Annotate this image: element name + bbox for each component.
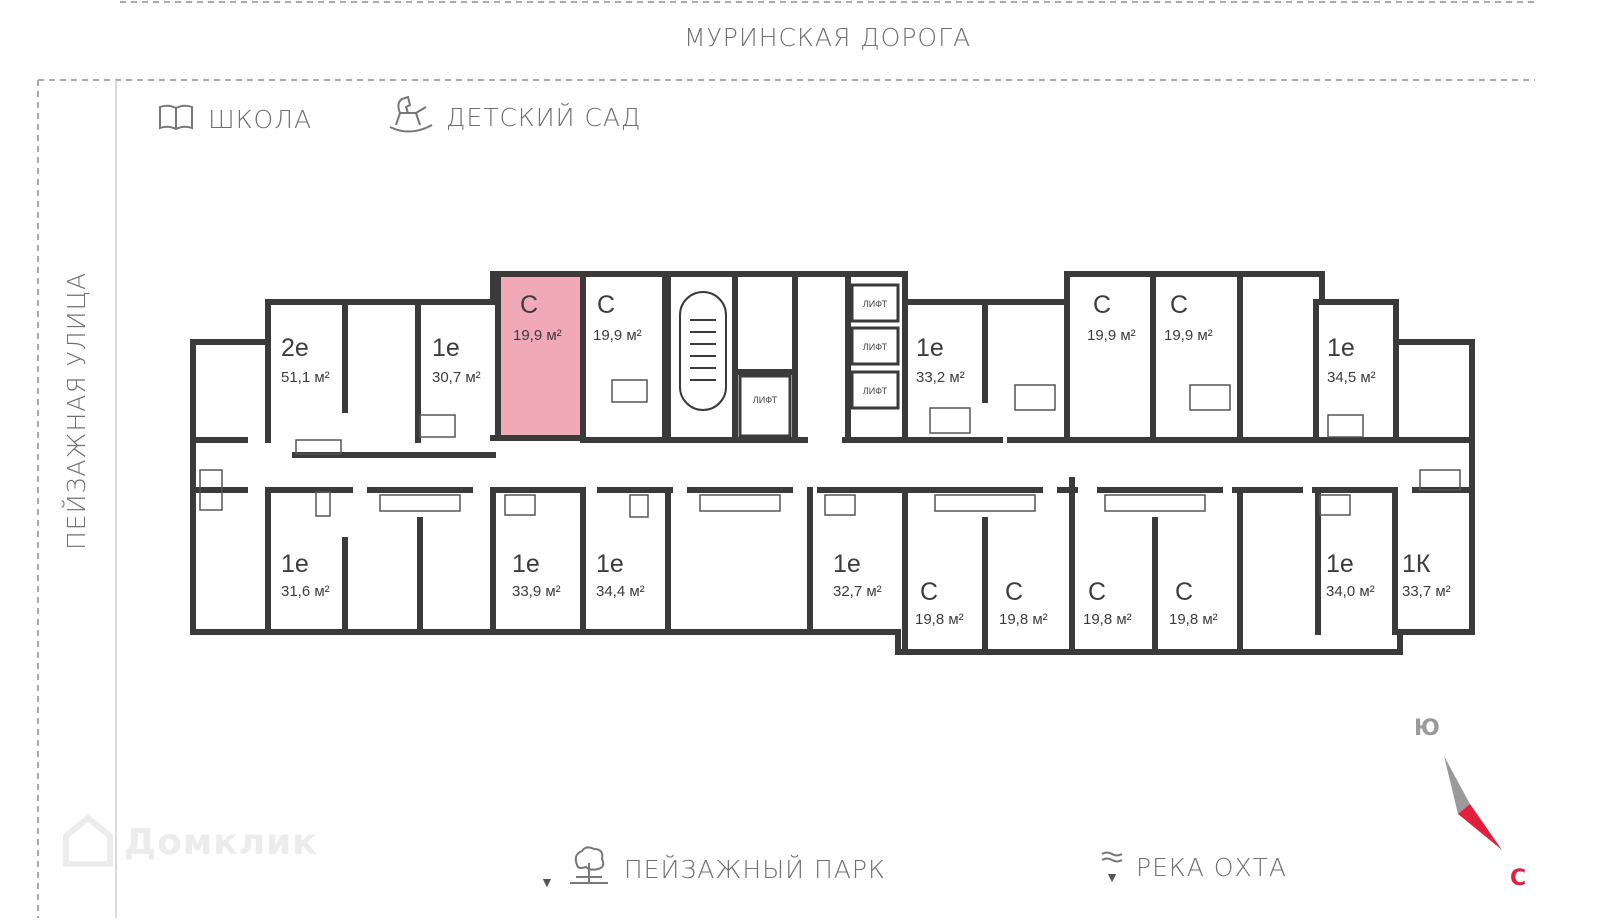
park-label: ПЕЙЗАЖНЫЙ ПАРК bbox=[623, 855, 886, 884]
apartment-area-a2[interactable]: 30,7 м² bbox=[432, 369, 481, 386]
apartment-area-a10[interactable]: 33,9 м² bbox=[512, 583, 561, 600]
apartment-area-a17[interactable]: 34,0 м² bbox=[1326, 583, 1375, 600]
apartment-area-a8[interactable]: 34,5 м² bbox=[1327, 369, 1376, 386]
apartment-area-a9[interactable]: 31,6 м² bbox=[281, 583, 330, 600]
watermark: Домклик bbox=[60, 812, 318, 873]
selected-apartment-highlight bbox=[498, 277, 583, 438]
apartment-type-a4[interactable]: С bbox=[597, 291, 615, 319]
apartment-type-a7[interactable]: С bbox=[1170, 291, 1188, 319]
apartment-area-a15[interactable]: 19,8 м² bbox=[1083, 611, 1132, 628]
lift-label-4: ЛИФТ bbox=[753, 395, 778, 405]
apartment-area-a12[interactable]: 32,7 м² bbox=[833, 583, 882, 600]
apartment-type-a6[interactable]: С bbox=[1093, 291, 1111, 319]
apartment-type-a13[interactable]: С bbox=[920, 578, 938, 606]
landmark-river: ▼ РЕКА ОХТА bbox=[1100, 850, 1287, 884]
apartment-type-a17[interactable]: 1е bbox=[1326, 550, 1354, 578]
apartment-type-a10[interactable]: 1е bbox=[512, 550, 540, 578]
apartment-area-a7[interactable]: 19,9 м² bbox=[1164, 327, 1213, 344]
compass-north-label: С bbox=[1510, 866, 1527, 891]
apartment-type-a11[interactable]: 1е bbox=[596, 550, 624, 578]
apartment-type-a18[interactable]: 1К bbox=[1402, 550, 1431, 578]
apartment-area-a14[interactable]: 19,8 м² bbox=[999, 611, 1048, 628]
watermark-text: Домклик bbox=[124, 822, 318, 863]
apartment-area-a5[interactable]: 33,2 м² bbox=[916, 369, 965, 386]
bathroom-fixtures bbox=[199, 379, 1461, 518]
apartment-type-a2[interactable]: 1е bbox=[432, 334, 460, 362]
lift-label-3: ЛИФТ bbox=[863, 386, 888, 396]
lift-label-2: ЛИФТ bbox=[863, 342, 888, 352]
apartment-type-a1[interactable]: 2е bbox=[281, 334, 309, 362]
landmark-kindergarten: ДЕТСКИЙ САД bbox=[386, 95, 641, 140]
apartment-type-a3[interactable]: С bbox=[520, 291, 538, 319]
kindergarten-label: ДЕТСКИЙ САД bbox=[446, 103, 642, 132]
apartment-type-a14[interactable]: С bbox=[1005, 578, 1023, 606]
apartment-type-a12[interactable]: 1е bbox=[833, 550, 861, 578]
apartment-area-a3[interactable]: 19,9 м² bbox=[513, 327, 562, 344]
apartment-type-a15[interactable]: С bbox=[1088, 578, 1106, 606]
arrow-down-icon: ▼ bbox=[540, 874, 554, 890]
walls bbox=[190, 271, 1475, 655]
stairwell bbox=[679, 291, 727, 411]
apartment-type-a9[interactable]: 1е bbox=[281, 550, 309, 578]
river-label: РЕКА ОХТА bbox=[1136, 852, 1287, 882]
tree-icon bbox=[566, 845, 612, 890]
book-icon bbox=[158, 103, 194, 136]
landmark-school: ШКОЛА bbox=[158, 103, 312, 136]
apartment-area-a16[interactable]: 19,8 м² bbox=[1169, 611, 1218, 628]
apartment-type-a5[interactable]: 1е bbox=[916, 334, 944, 362]
school-label: ШКОЛА bbox=[208, 105, 313, 134]
compass-needle-icon bbox=[1444, 756, 1502, 850]
apartment-type-a8[interactable]: 1е bbox=[1327, 334, 1355, 362]
rocking-horse-icon bbox=[386, 95, 434, 140]
apartment-labels: 2е 51,1 м² 1е 30,7 м² С 19,9 м² С 19,9 м² 1е 33,2… bbox=[281, 291, 1451, 628]
compass-south-label: Ю bbox=[1414, 716, 1440, 741]
apartment-highlight-a3[interactable] bbox=[498, 277, 583, 438]
apartment-area-a11[interactable]: 34,4 м² bbox=[596, 583, 645, 600]
lift-shafts: ЛИФТ ЛИФТ ЛИФТ ЛИФТ bbox=[738, 283, 900, 438]
lift-label-1: ЛИФТ bbox=[863, 299, 888, 309]
street-top-label: МУРИНСКАЯ ДОРОГА bbox=[684, 23, 972, 52]
landmark-park: ▼ ПЕЙЗАЖНЫЙ ПАРК bbox=[540, 845, 886, 890]
apartment-area-a1[interactable]: 51,1 м² bbox=[281, 369, 330, 386]
apartment-area-a6[interactable]: 19,9 м² bbox=[1087, 327, 1136, 344]
apartment-area-a18[interactable]: 33,7 м² bbox=[1402, 583, 1451, 600]
waves-icon: ▼ bbox=[1100, 850, 1124, 884]
apartment-area-a4[interactable]: 19,9 м² bbox=[593, 327, 642, 344]
house-logo-icon bbox=[60, 812, 116, 873]
apartment-area-a13[interactable]: 19,8 м² bbox=[915, 611, 964, 628]
apartment-type-a16[interactable]: С bbox=[1175, 578, 1193, 606]
